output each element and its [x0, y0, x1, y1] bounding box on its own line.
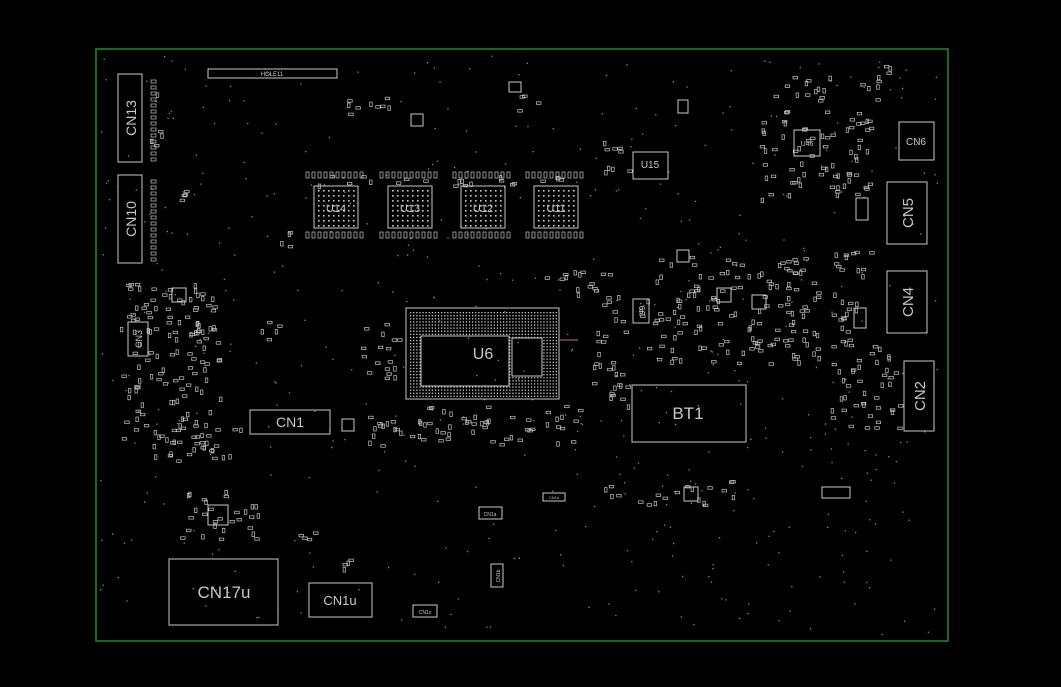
svg-text:CN1d: CN1d [549, 495, 559, 500]
connector-cn6[interactable]: CN6 [898, 121, 935, 161]
connector-cn1a[interactable]: CN1a [478, 506, 503, 520]
svg-text:U12: U12 [473, 203, 493, 215]
inductor [341, 418, 355, 432]
chip-small-d [676, 249, 690, 263]
svg-text:U13: U13 [400, 203, 420, 215]
connector-cn1d[interactable]: CN1d [542, 492, 566, 502]
chip-small-a [207, 504, 229, 526]
connector-cn2[interactable]: CN2 [903, 360, 935, 432]
svg-text:CN3: CN3 [134, 330, 144, 348]
chip-small-e [683, 486, 699, 502]
chip-small-h [508, 81, 522, 93]
chip-u13[interactable]: U13 [387, 185, 433, 229]
chip-u14[interactable]: U14 [313, 185, 359, 229]
svg-text:CN10: CN10 [123, 201, 139, 237]
svg-text:U14: U14 [326, 203, 346, 215]
svg-text:HOLE11: HOLE11 [261, 72, 284, 78]
svg-text:CN1a: CN1a [484, 512, 497, 518]
svg-text:CN1: CN1 [276, 414, 304, 430]
chip-u46[interactable]: U46 [793, 129, 821, 157]
chip-u15[interactable]: U15 [632, 151, 669, 180]
connector-cn1c[interactable]: CN1c [412, 604, 438, 618]
svg-text:U15: U15 [641, 160, 660, 171]
chip-u9[interactable]: U9 [632, 298, 650, 324]
svg-text:CN5: CN5 [900, 198, 917, 228]
via-layer [100, 55, 939, 636]
cpu-u6[interactable]: U6 [405, 307, 560, 400]
chip-small-g [677, 99, 689, 114]
svg-text:CN1b: CN1b [496, 569, 502, 582]
svg-text:U46: U46 [801, 141, 814, 148]
connector-cn3[interactable]: CN3 [127, 321, 149, 357]
chip-small-c [716, 287, 732, 303]
connector-cn5[interactable]: CN5 [886, 181, 928, 245]
svg-text:CN4: CN4 [900, 287, 917, 317]
svg-text:CN1u: CN1u [323, 593, 356, 608]
connector-cn13[interactable]: CN13 [117, 73, 143, 163]
chip-small-j [855, 197, 869, 221]
svg-text:CN2: CN2 [912, 381, 929, 411]
svg-text:U6: U6 [473, 346, 494, 363]
pad-right-bottom [821, 486, 851, 499]
svg-text:CN1c: CN1c [419, 610, 432, 616]
svg-text:CN17u: CN17u [198, 583, 251, 602]
svg-text:U11: U11 [546, 203, 565, 215]
hole-label[interactable]: HOLE11 [207, 68, 338, 79]
board-outline [95, 48, 949, 642]
connector-cn10[interactable]: CN10 [117, 174, 143, 264]
svg-text:CN13: CN13 [123, 100, 139, 136]
chip-small-k [853, 307, 867, 329]
svg-text:BT1: BT1 [672, 404, 703, 423]
chip-small-f [751, 294, 767, 310]
svg-text:U9: U9 [638, 305, 647, 316]
smd-parts-layer [119, 65, 904, 573]
connector-cn1u[interactable]: CN1u [308, 582, 373, 618]
svg-text:CN6: CN6 [906, 137, 926, 148]
connector-cn4[interactable]: CN4 [886, 270, 928, 334]
chip-u12[interactable]: U12 [460, 185, 506, 229]
chip-small-i [410, 113, 424, 127]
connector-cn1b[interactable]: CN1b [490, 563, 504, 588]
connector-cn17u[interactable]: CN17u [168, 558, 279, 626]
connector-cn1[interactable]: CN1 [249, 409, 331, 435]
chip-u11[interactable]: U11 [533, 185, 579, 229]
battery-bt1[interactable]: BT1 [631, 384, 747, 443]
chip-small-b [171, 287, 187, 303]
